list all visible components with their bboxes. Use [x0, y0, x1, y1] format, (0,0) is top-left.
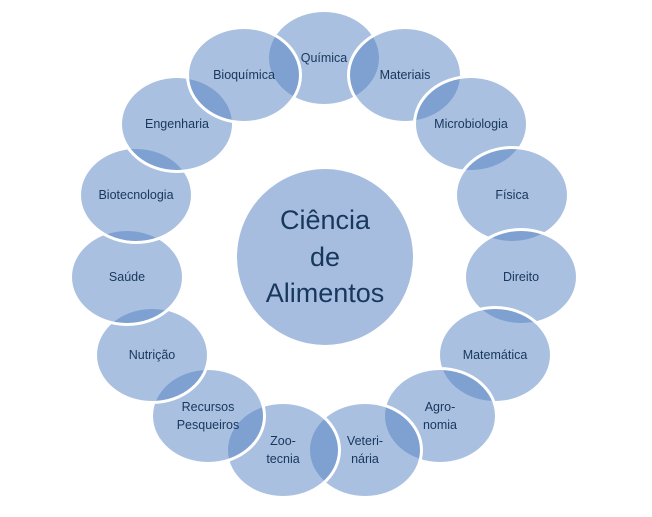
- ring-ellipse-label: Microbiologia: [434, 116, 508, 131]
- ring-ellipse-label: Nutrição: [128, 347, 176, 362]
- ring-ellipse-label: Saúde: [108, 269, 146, 284]
- ring-ellipse-label: Química: [300, 50, 348, 65]
- ring-ellipse-label: Materiais: [379, 67, 431, 82]
- ring-ellipse-label: Biotecnologia: [98, 187, 174, 202]
- ring-ellipse-label: Recursos Pesqueiros: [176, 399, 240, 432]
- ring-ellipse-label: Agro- nomia: [422, 399, 458, 432]
- ring-ellipse-saude: Saúde: [69, 228, 185, 326]
- ring-ellipse-label: Bioquímica: [213, 67, 275, 82]
- center-circle: Ciência de Alimentos: [237, 169, 413, 345]
- ring-ellipse-label: Engenharia: [145, 116, 209, 131]
- ring-ellipse-label: Direito: [502, 269, 540, 284]
- ring-ellipse-label: Física: [495, 187, 529, 202]
- ring-ellipse-label: Veteri- nária: [346, 433, 384, 466]
- center-title: Ciência de Alimentos: [265, 205, 385, 309]
- ring-ellipse-bioquimica: Bioquímica: [186, 26, 302, 124]
- ring-ellipse-label: Zoo- tecnia: [266, 433, 300, 466]
- ring-ellipse-label: Matemática: [462, 347, 528, 362]
